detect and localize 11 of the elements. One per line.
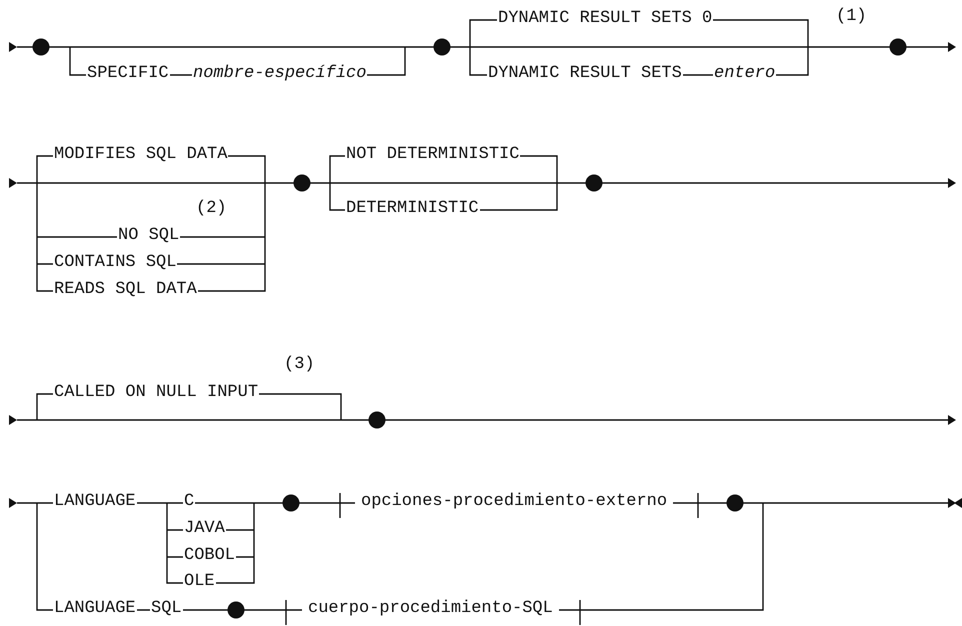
keyword: READS SQL DATA xyxy=(53,281,198,299)
keyword: MODIFIES SQL DATA xyxy=(53,146,228,164)
footnote-mark: (1) xyxy=(835,8,868,26)
footnote-mark: (2) xyxy=(195,200,228,218)
variable-name: nombre-específico xyxy=(192,65,368,83)
keyword: NO SQL xyxy=(117,227,180,245)
fragment-reference: opciones-procedimiento-externo xyxy=(355,493,674,511)
keyword: SQL xyxy=(150,600,183,618)
fragment-reference: cuerpo-procedimiento-SQL xyxy=(302,600,559,618)
keyword: CONTAINS SQL xyxy=(53,254,178,272)
footnote-mark: (3) xyxy=(283,356,316,374)
